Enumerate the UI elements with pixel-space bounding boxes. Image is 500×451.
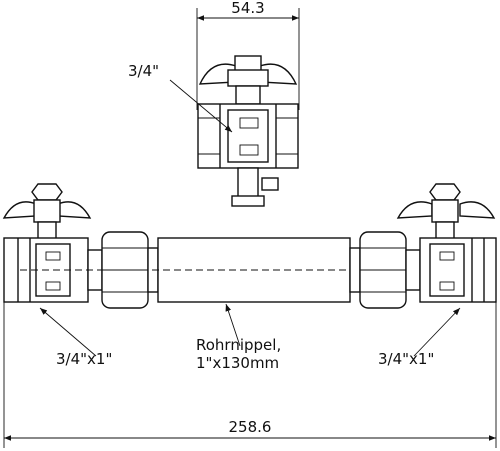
right-valve-leader <box>413 307 461 357</box>
top-valve-size-label: 3/4" <box>128 62 159 80</box>
top-valve-group: 54.3 3/4" <box>128 0 300 207</box>
pipe-nipple-group: Rohrnippel, 1"x130mm <box>20 237 484 372</box>
top-drain-cap <box>231 195 265 207</box>
right-valve-group: 3/4"x1" <box>378 183 497 368</box>
top-ball-housing <box>227 109 269 163</box>
left-body-detail-2 <box>45 281 61 291</box>
right-stem-nut <box>431 199 459 223</box>
overall-dimension-group: 258.6 <box>3 302 497 448</box>
overall-length-dimension: 258.6 <box>229 418 272 436</box>
right-handle-left <box>396 201 433 219</box>
right-stem-hex <box>429 183 461 201</box>
top-stem <box>235 85 261 105</box>
left-valve-leader <box>39 307 97 357</box>
left-stem-nut <box>33 199 61 223</box>
top-drain-side <box>261 177 279 191</box>
left-stem-hex <box>31 183 63 201</box>
pipe-leader <box>225 303 241 347</box>
right-coupling <box>405 249 421 291</box>
top-drain-body <box>237 167 259 199</box>
right-ball-housing <box>429 243 465 297</box>
top-stem-hex <box>227 69 269 87</box>
left-handle-left <box>2 201 37 219</box>
top-body-detail-1 <box>239 117 259 129</box>
right-valve-size-label: 3/4"x1" <box>378 350 434 368</box>
right-union-collar <box>349 247 361 293</box>
left-handle-right <box>57 201 92 219</box>
pipe-label-line1: Rohrnippel, <box>196 336 281 354</box>
left-body-detail-1 <box>45 251 61 261</box>
left-valve-size-label: 3/4"x1" <box>56 350 112 368</box>
right-handle-right <box>459 201 496 219</box>
right-body-detail-1 <box>439 251 455 261</box>
left-valve-group: 3/4"x1" <box>2 183 112 368</box>
right-body-detail-2 <box>439 281 455 291</box>
pipe-label-line2: 1"x130mm <box>196 354 279 372</box>
top-body-detail-2 <box>239 144 259 156</box>
right-union-group <box>349 231 407 309</box>
top-valve-leader <box>169 79 233 133</box>
top-width-dimension: 54.3 <box>231 0 264 17</box>
